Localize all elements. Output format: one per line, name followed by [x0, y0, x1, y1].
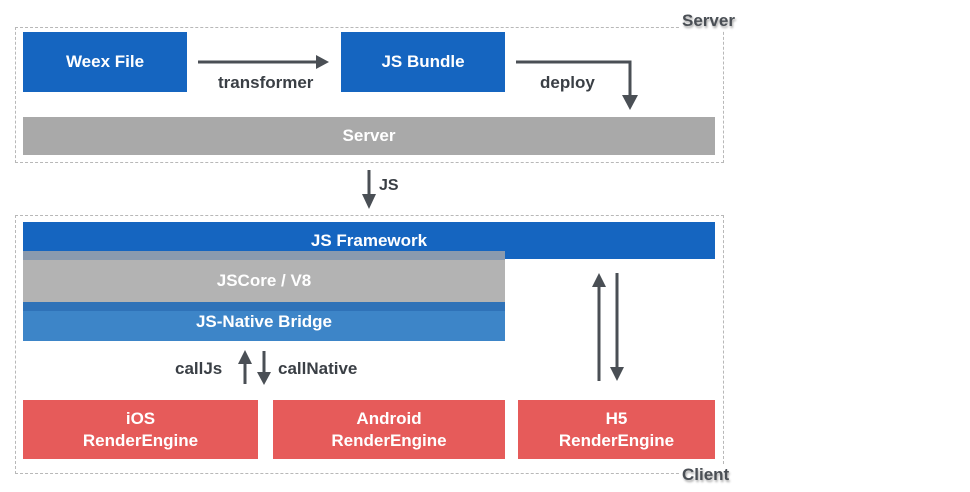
js-transfer-label: JS — [379, 177, 399, 194]
jscore-bar: JSCore / V8 — [23, 260, 505, 302]
h5-up-arrow-head — [592, 273, 606, 287]
server-region-label: Server — [680, 11, 737, 31]
bridge-top-stripe — [23, 302, 505, 311]
ios-renderengine-box: iOS RenderEngine — [23, 400, 258, 459]
deploy-arrow-head — [622, 95, 638, 110]
call-js-label: callJs — [175, 359, 223, 378]
js-framework-label: JS Framework — [310, 230, 428, 250]
server-region-border — [15, 27, 724, 163]
js-bundle-box: JS Bundle — [341, 32, 505, 92]
h5-renderengine-label: RenderEngine — [558, 430, 675, 450]
h5-label: H5 — [605, 408, 628, 428]
transformer-arrow-head — [316, 55, 329, 69]
ios-label: iOS — [125, 408, 156, 428]
android-renderengine-box: Android RenderEngine — [273, 400, 505, 459]
android-renderengine-label: RenderEngine — [331, 430, 447, 450]
jscore-overlap-band — [23, 251, 505, 260]
server-bar: Server — [23, 117, 715, 155]
client-region-label: Client — [680, 465, 732, 485]
h5-renderengine-box: H5 RenderEngine — [518, 400, 715, 459]
js-native-bridge-label: JS-Native Bridge — [195, 312, 333, 331]
deploy-label: deploy — [540, 73, 595, 92]
server-bar-label: Server — [342, 126, 396, 145]
js-arrow-head — [362, 194, 376, 209]
ios-renderengine-label: RenderEngine — [82, 430, 199, 450]
js-bundle-label: JS Bundle — [381, 52, 465, 71]
call-native-arrow-head — [257, 372, 271, 385]
js-native-bridge-bar: JS-Native Bridge — [23, 311, 505, 341]
h5-down-arrow-head — [610, 367, 624, 381]
call-js-arrow-head — [238, 350, 252, 364]
transformer-label: transformer — [218, 73, 314, 92]
android-label: Android — [356, 408, 422, 428]
jscore-label: JSCore / V8 — [216, 271, 312, 290]
weex-file-box: Weex File — [23, 32, 187, 92]
client-region-border — [15, 215, 724, 474]
weex-file-label: Weex File — [65, 52, 145, 71]
deploy-arrow-line — [516, 60, 632, 96]
call-native-label: callNative — [278, 359, 358, 378]
